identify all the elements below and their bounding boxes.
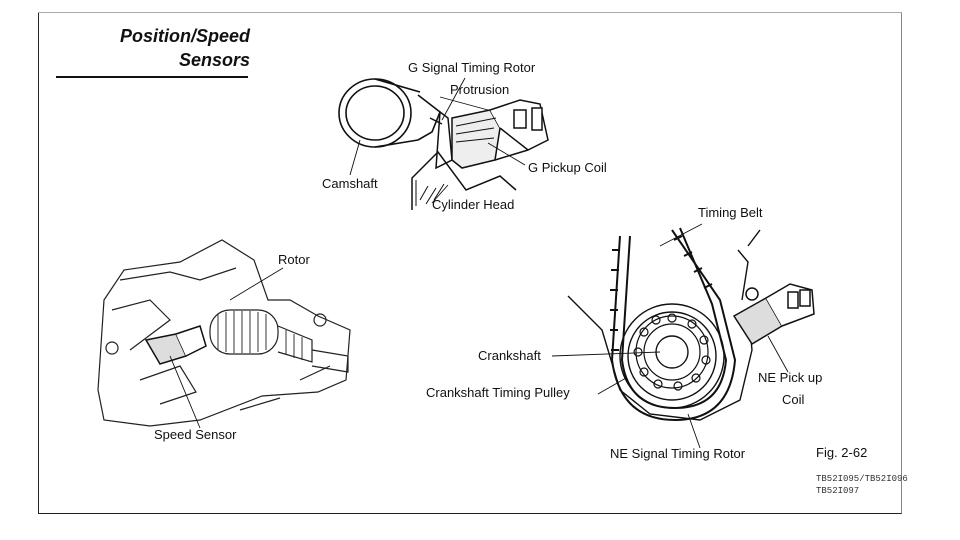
speed-sensor-body: [144, 325, 207, 365]
label-g-pickup-coil: G Pickup Coil: [528, 160, 607, 175]
page-title-line2: Sensors: [178, 50, 250, 70]
label-ne-signal-timing-rotor: NE Signal Timing Rotor: [610, 446, 746, 461]
label-camshaft: Camshaft: [322, 176, 378, 191]
label-rotor: Rotor: [278, 252, 310, 267]
frame-top-rule: [38, 12, 902, 13]
page-title-line1: Position/Speed: [119, 26, 250, 46]
label-g-signal-timing-rotor: G Signal Timing Rotor: [408, 60, 536, 75]
label-crankshaft-timing-pulley: Crankshaft Timing Pulley: [426, 385, 570, 400]
figure-code-line1: TB52I095/TB52I096: [816, 474, 908, 484]
figure-frame: [38, 12, 902, 514]
label-timing-belt: Timing Belt: [698, 205, 763, 220]
label-ne-pickup-coil-line1: NE Pick up: [758, 370, 823, 385]
label-crankshaft: Crankshaft: [478, 348, 541, 363]
camshaft-diagram-leaders: [349, 77, 526, 204]
cylinder-head: [411, 150, 517, 210]
ne-pickup-coil-body: [732, 283, 815, 346]
transmission-illustration: [97, 239, 351, 427]
figure-number: Fig. 2-62: [816, 445, 868, 460]
ne-signal-timing-rotor: [633, 313, 711, 391]
transmission-leaders: [169, 267, 284, 429]
g-pickup-coil: [451, 99, 549, 169]
label-protrusion: Protrusion: [450, 82, 510, 97]
title-underline: [56, 76, 248, 78]
crankshaft-diagram-leaders: [551, 223, 789, 449]
label-speed-sensor: Speed Sensor: [154, 427, 237, 442]
figure-code-line2: TB52I097: [816, 486, 860, 496]
camshaft-illustration: [338, 78, 441, 148]
timing-cover: [567, 229, 761, 421]
label-cylinder-head: Cylinder Head: [432, 197, 515, 212]
label-ne-pickup-coil-line2: Coil: [782, 392, 805, 407]
g-signal-timing-rotor: [429, 110, 453, 170]
crankshaft-timing-pulley: [619, 303, 725, 409]
crankshaft-hub: [655, 335, 689, 369]
